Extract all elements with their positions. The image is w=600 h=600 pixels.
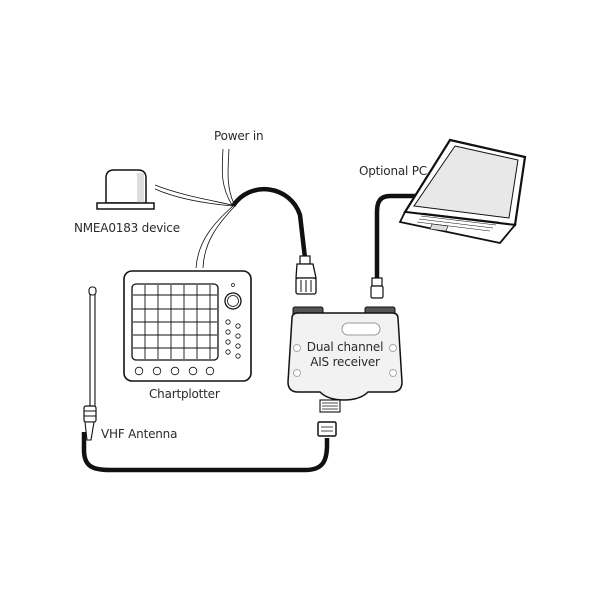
laptop-touchpad <box>429 223 449 232</box>
side-button <box>225 339 231 345</box>
chartplotter-wire-1 <box>195 205 234 269</box>
receiver-port-threads <box>322 402 338 410</box>
softkey-button <box>205 366 215 376</box>
receiver-label-line1: Dual channel <box>306 340 384 354</box>
nmea-device-dome <box>105 169 147 204</box>
chartplotter <box>123 270 252 382</box>
nmea-device <box>96 169 155 210</box>
laptop-screen <box>413 145 519 219</box>
pc-connector-plug <box>370 285 384 299</box>
softkey-button <box>170 366 180 376</box>
connector-grip-lines <box>300 280 312 292</box>
chartplotter-grid <box>133 285 217 359</box>
ais-receiver <box>287 306 403 437</box>
power-data-connector <box>295 255 317 295</box>
power-wire-1 <box>221 148 233 206</box>
nmea-device-label: NMEA0183 device <box>74 221 180 235</box>
side-button <box>235 323 241 329</box>
power-data-cable <box>231 186 308 259</box>
chartplotter-led <box>231 283 235 287</box>
connector-collar <box>299 255 311 265</box>
antenna-connector-pins <box>321 426 333 432</box>
receiver-label-line2: AIS receiver <box>310 355 380 369</box>
receiver-slot <box>341 322 381 336</box>
optional-pc-label: Optional PC <box>359 164 427 178</box>
side-button <box>235 333 241 339</box>
antenna-cable <box>81 432 330 473</box>
power-wire-2 <box>227 148 235 205</box>
side-button <box>235 353 241 359</box>
connector-body <box>295 263 317 279</box>
softkey-button <box>134 366 144 376</box>
softkey-button <box>152 366 162 376</box>
nmea-device-base <box>96 202 155 210</box>
laptop <box>398 138 527 244</box>
chartplotter-wire-2 <box>202 206 235 269</box>
side-button <box>225 349 231 355</box>
pc-connector-collar <box>371 277 383 287</box>
antenna-base <box>84 421 95 441</box>
receiver-screw <box>389 344 397 352</box>
laptop-keyboard <box>416 212 500 232</box>
side-button <box>235 343 241 349</box>
nmea-wire-2 <box>154 188 234 207</box>
chartplotter-label: Chartplotter <box>149 387 220 401</box>
side-button <box>225 319 231 325</box>
receiver-screw <box>293 369 301 377</box>
laptop-base <box>398 211 517 244</box>
antenna-cable-connector <box>317 421 337 437</box>
power-in-label: Power in <box>214 129 264 143</box>
antenna-whip <box>89 289 96 409</box>
softkey-button <box>188 366 198 376</box>
antenna-mount-rings <box>84 410 96 417</box>
receiver-screw <box>389 369 397 377</box>
vhf-antenna-label: VHF Antenna <box>101 427 178 441</box>
chartplotter-buttons <box>134 319 241 376</box>
thin-wires <box>154 148 235 269</box>
receiver-screw <box>293 344 301 352</box>
nmea-device-shade <box>137 173 144 203</box>
pc-cable <box>374 193 420 280</box>
antenna-tip <box>88 286 97 296</box>
nmea-wire-1 <box>154 184 233 206</box>
vhf-antenna <box>83 286 97 441</box>
antenna-mount <box>83 405 97 423</box>
side-button <box>225 329 231 335</box>
chartplotter-joystick-inner <box>227 295 239 307</box>
pc-connector <box>370 277 384 299</box>
